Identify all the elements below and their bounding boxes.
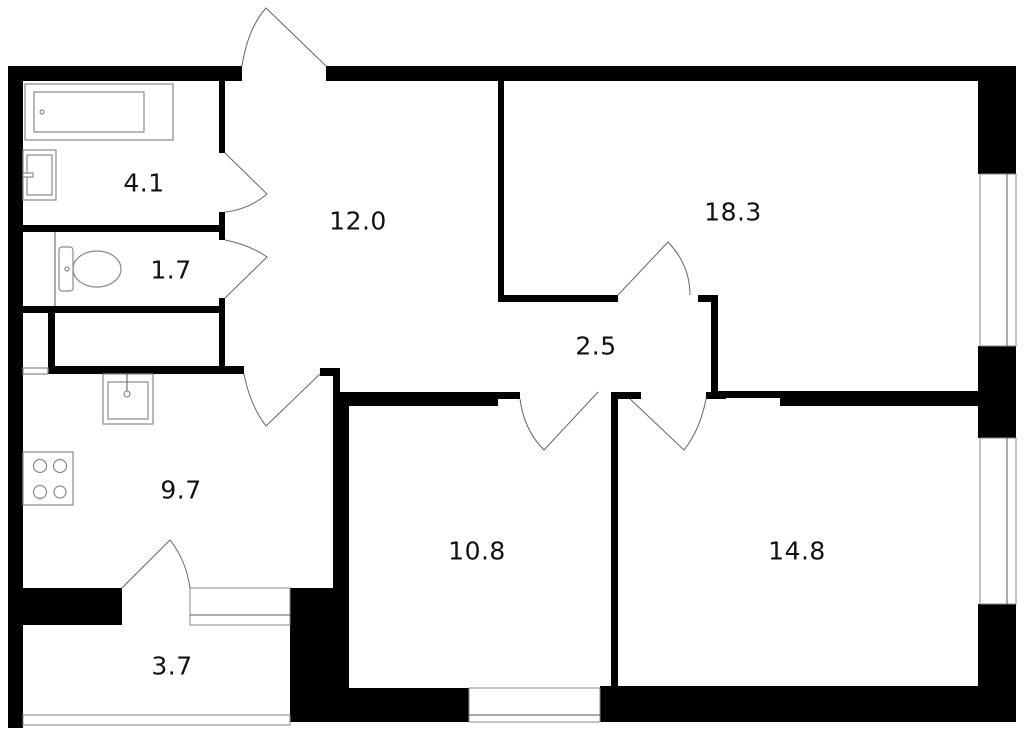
room-area-bedroom-2: 14.8 <box>768 536 826 566</box>
room-area-toilet: 1.7 <box>150 255 192 285</box>
walls <box>8 66 1016 728</box>
fixtures <box>22 83 174 506</box>
room-area-balcony: 3.7 <box>151 651 193 681</box>
room-area-corridor: 2.5 <box>575 331 617 361</box>
windows <box>22 173 1017 726</box>
room-area-bathroom: 4.1 <box>123 168 165 198</box>
stove-icon <box>22 451 74 506</box>
room-area-kitchen: 9.7 <box>160 475 202 505</box>
room-area-bedroom-1: 10.8 <box>448 536 506 566</box>
doors <box>121 7 707 589</box>
room-area-living-room: 18.3 <box>704 197 762 227</box>
room-area-hallway: 12.0 <box>329 206 387 236</box>
